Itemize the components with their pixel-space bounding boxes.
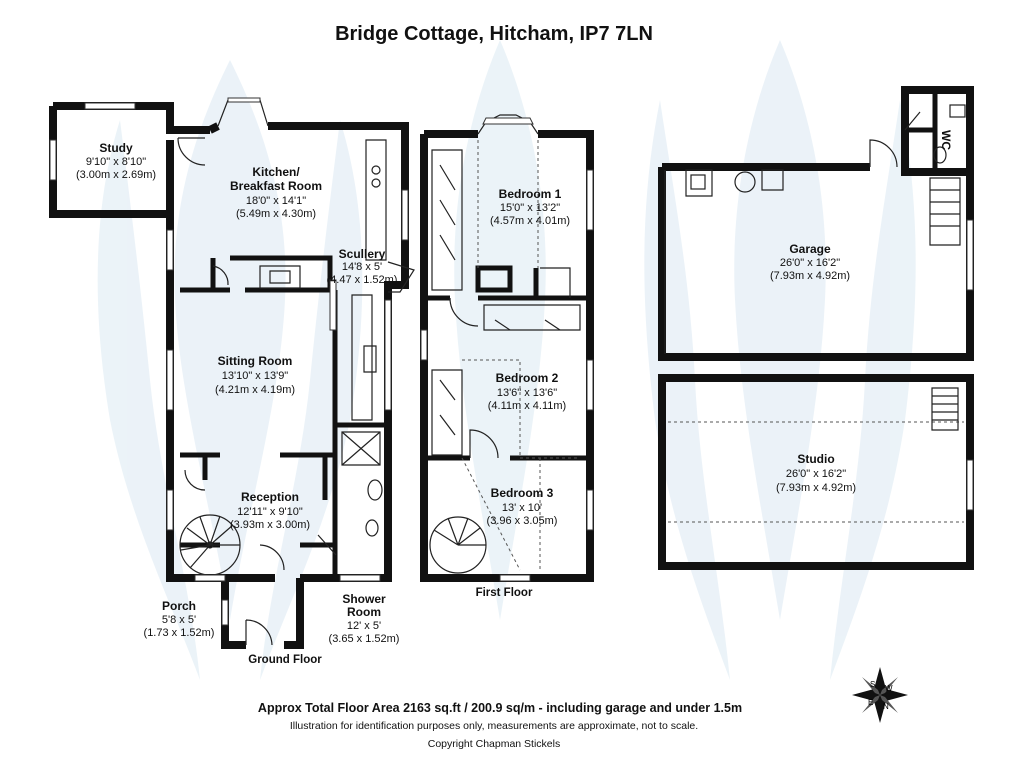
room-bedroom-3: Bedroom 3 13' x 10' (3.96 x 3.05m) <box>487 486 558 527</box>
room-bedroom-1: Bedroom 1 15'0" x 13'2" (4.57m x 4.01m) <box>490 187 570 227</box>
room-name: Porch <box>162 599 196 613</box>
room-dims-imperial: 9'10" x 8'10" <box>86 156 146 168</box>
room-dims-metric: (4.21m x 4.19m) <box>215 384 295 396</box>
room-dims-metric: (4.47 x 1.52m) <box>327 274 398 286</box>
room-dims-metric: (3.96 x 3.05m) <box>487 515 558 527</box>
room-studio: Studio 26'0" x 16'2" (7.93m x 4.92m) <box>776 452 856 494</box>
room-dims-metric: (4.57m x 4.01m) <box>490 215 570 227</box>
room-dims-metric: (7.93m x 4.92m) <box>770 270 850 282</box>
room-name: Scullery <box>339 247 386 261</box>
room-dims-metric: (7.93m x 4.92m) <box>776 482 856 494</box>
room-dims-metric: (3.93m x 3.00m) <box>230 519 310 531</box>
room-garage: Garage 26'0" x 16'2" (7.93m x 4.92m) <box>770 242 850 282</box>
room-dims-metric: (4.11m x 4.11m) <box>488 400 566 412</box>
room-name: Sitting Room <box>218 354 293 368</box>
room-dims-metric: (5.49m x 4.30m) <box>236 208 316 220</box>
room-name: Bedroom 2 <box>496 371 559 385</box>
room-dims-imperial: 12'11" x 9'10" <box>237 506 303 518</box>
room-dims-imperial: 13'10" x 13'9" <box>222 370 289 382</box>
room-sitting: Sitting Room 13'10" x 13'9" (4.21m x 4.1… <box>215 354 295 396</box>
footer-disclaimer: Illustration for identification purposes… <box>290 720 698 732</box>
room-name-line1: Kitchen/ <box>252 165 300 179</box>
room-study: Study 9'10" x 8'10" (3.00m x 2.69m) <box>76 141 156 181</box>
first-floor-label: First Floor <box>476 587 533 599</box>
room-name: Study <box>99 141 133 155</box>
room-dims-imperial: 26'0" x 16'2" <box>786 468 846 480</box>
room-name-line1: Shower <box>342 592 386 606</box>
room-name: Bedroom 1 <box>499 187 562 201</box>
room-dims-imperial: 13' x 10' <box>502 502 542 514</box>
footer-area: Approx Total Floor Area 2163 sq.ft / 200… <box>258 701 742 715</box>
room-dims-imperial: 12' x 5' <box>347 620 381 632</box>
first-floor-plan <box>420 114 594 582</box>
compass-e: E <box>868 698 873 707</box>
outbuilding-plan <box>658 86 974 570</box>
room-name: Reception <box>241 490 299 504</box>
room-dims-metric: (3.00m x 2.69m) <box>76 169 156 181</box>
room-bedroom-2: Bedroom 2 13'6" x 13'6" (4.11m x 4.11m) <box>488 371 566 412</box>
room-dims-imperial: 18'0" x 14'1" <box>246 195 306 207</box>
room-name-line2: Room <box>347 605 381 619</box>
compass-s: S <box>870 680 875 689</box>
compass-n: N <box>883 702 889 711</box>
room-dims-imperial: 5'8 x 5' <box>162 614 196 626</box>
compass-rose-icon: S W E N <box>852 667 908 723</box>
room-name: Bedroom 3 <box>491 486 554 500</box>
room-shower: Shower Room 12' x 5' (3.65 x 1.52m) <box>329 592 400 645</box>
ground-floor-label: Ground Floor <box>248 654 322 666</box>
room-wc-label: WC <box>939 130 953 150</box>
room-reception: Reception 12'11" x 9'10" (3.93m x 3.00m) <box>230 490 310 531</box>
page-title: Bridge Cottage, Hitcham, IP7 7LN <box>335 23 653 45</box>
room-dims-metric: (1.73 x 1.52m) <box>144 627 215 639</box>
room-porch: Porch 5'8 x 5' (1.73 x 1.52m) <box>144 599 215 639</box>
room-kitchen: Kitchen/ Breakfast Room 18'0" x 14'1" (5… <box>230 165 322 220</box>
room-scullery: Scullery 14'8 x 5' (4.47 x 1.52m) <box>327 247 398 286</box>
room-dims-imperial: 26'0" x 16'2" <box>780 257 840 269</box>
compass-w: W <box>885 684 893 693</box>
room-dims-imperial: 13'6" x 13'6" <box>497 387 557 399</box>
ground-floor-plan <box>49 97 415 649</box>
footer-copyright: Copyright Chapman Stickels <box>428 738 560 750</box>
room-dims-imperial: 14'8 x 5' <box>342 261 382 273</box>
room-dims-imperial: 15'0" x 13'2" <box>500 202 560 214</box>
room-name: Studio <box>797 452 834 466</box>
room-name-line2: Breakfast Room <box>230 179 322 193</box>
room-name: Garage <box>789 242 831 256</box>
room-dims-metric: (3.65 x 1.52m) <box>329 633 400 645</box>
